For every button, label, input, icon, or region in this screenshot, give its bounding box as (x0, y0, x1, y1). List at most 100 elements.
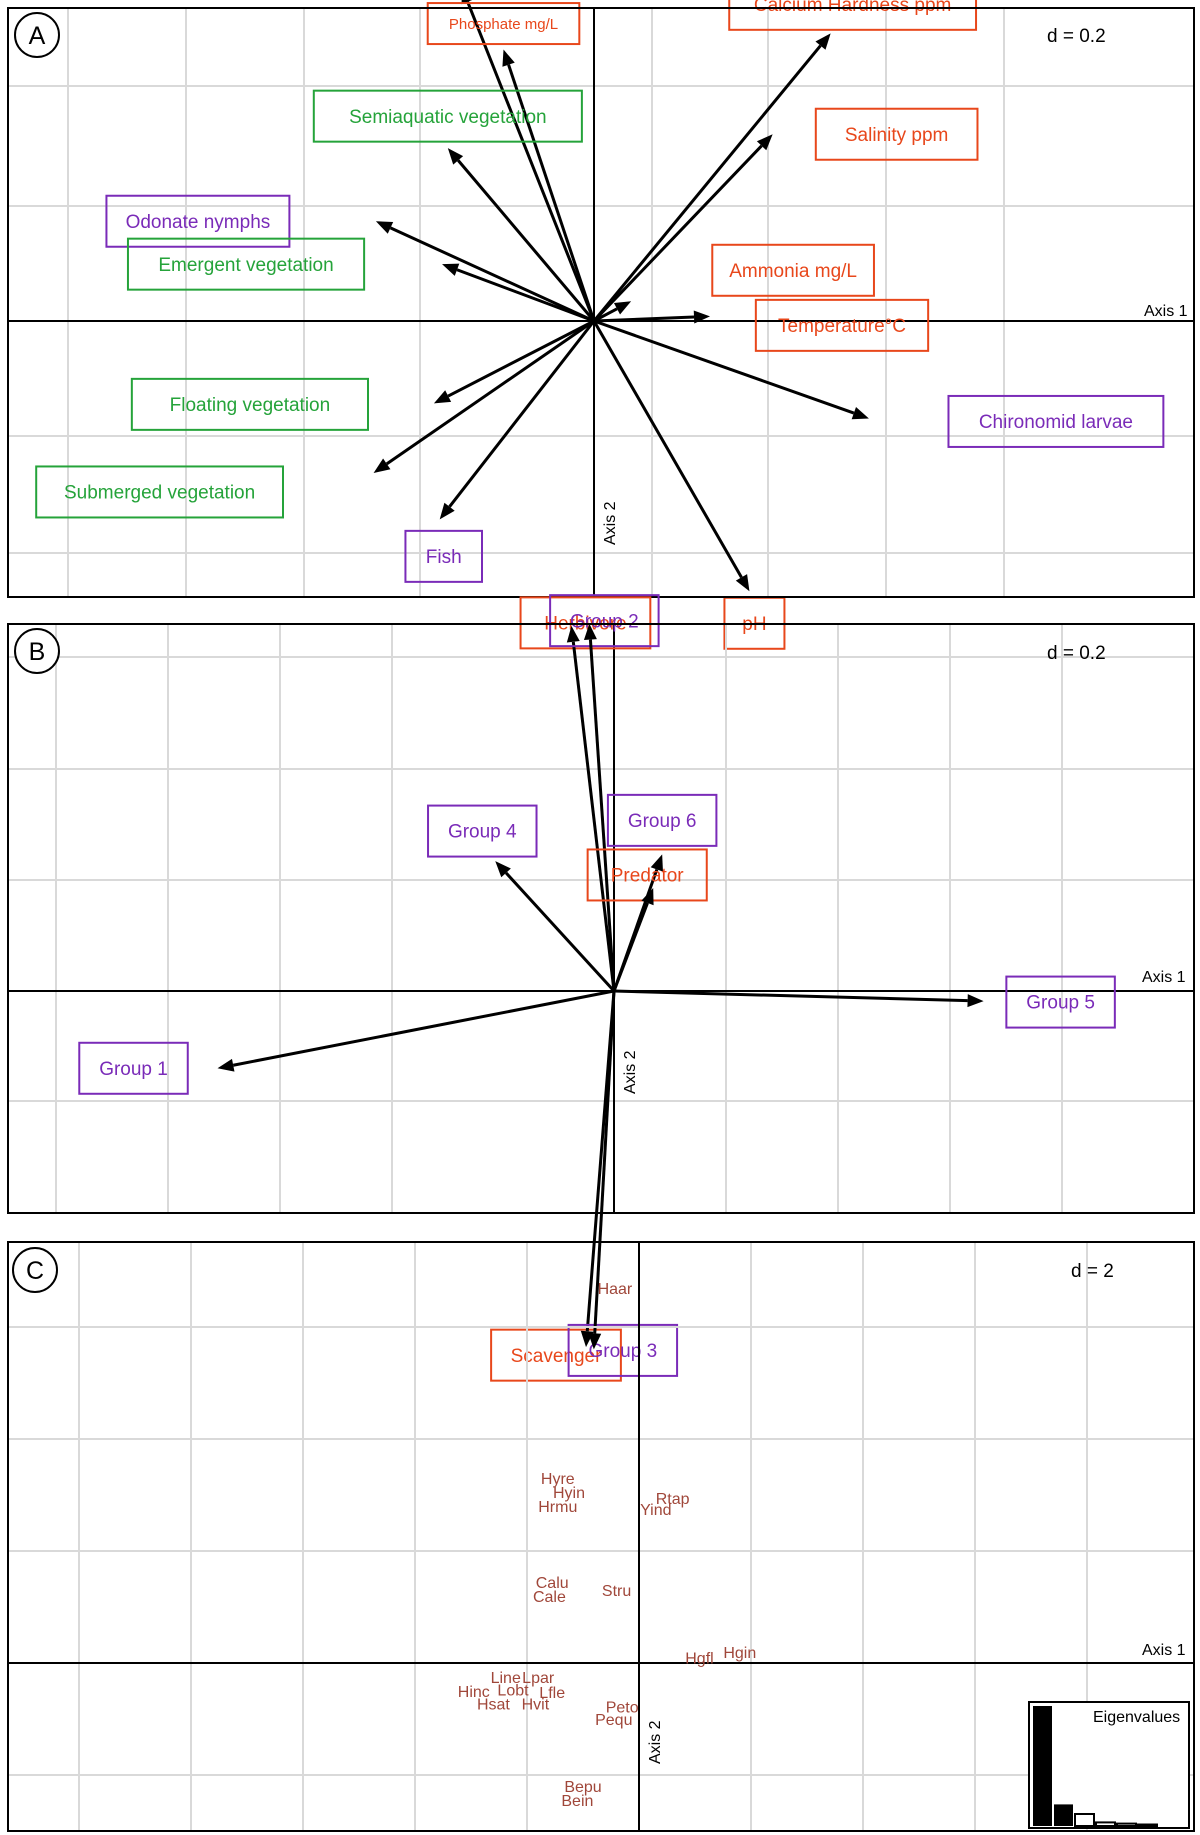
panel-a-axis2-label: Axis 2 (602, 501, 619, 545)
vector-phosphate-mg-l-label: Phosphate mg/L (449, 16, 558, 33)
eigenvalue-bar-1 (1033, 1706, 1052, 1826)
vector-fish-arrow (448, 320, 596, 508)
vector-tadpoles-arrow (466, 1, 596, 322)
vector-calcium-hardness-ppm-arrowhead (815, 33, 831, 50)
vector-emergent-vegetation-box (126, 237, 366, 291)
vector-predator-arrow (612, 902, 649, 992)
species-hyin: Hyin (553, 1485, 585, 1502)
eigenvalue-bar-3 (1074, 1813, 1095, 1827)
vector-group-5-label: Group 5 (1026, 993, 1095, 1014)
vector-salinity-ppm-arrowhead (756, 134, 773, 151)
vector-group-1-box (78, 1041, 189, 1095)
vector-herbivore-box (519, 596, 652, 650)
species-lfle: Lfle (539, 1685, 565, 1702)
eigenvalue-title: Eigenvalues (1093, 1709, 1180, 1726)
vector-floating-vegetation-arrow (447, 319, 595, 398)
vector-emergent-vegetation-label: Emergent vegetation (158, 255, 333, 276)
vector-phosphate-mg-l-arrow (507, 64, 596, 322)
panel-a-scale: d = 0.2 (1047, 26, 1106, 47)
vector-ammonia-mg-l-arrowhead (613, 301, 632, 315)
vector-odonate-nymphs-arrow (389, 226, 595, 323)
vector-group-3-label: Group 3 (589, 1341, 658, 1362)
vector-fish-label: Fish (426, 547, 462, 568)
vector-temperature-c-label: Temperature°C (778, 316, 906, 337)
vector-emergent-vegetation-arrowhead (442, 263, 460, 276)
species-hyre: Hyre (541, 1471, 575, 1488)
vector-group-1-arrow (232, 989, 615, 1067)
vector-semiaquatic-vegetation-box (312, 89, 583, 143)
species-calu: Calu (536, 1575, 569, 1592)
vector-group-2-arrow (588, 639, 616, 992)
vector-herbivore-arrowhead (566, 625, 580, 643)
vector-ammonia-mg-l-arrow (593, 307, 618, 323)
species-haar: Haar (598, 1281, 633, 1298)
species-peto: Peto (606, 1700, 639, 1717)
vector-group-6-box (606, 793, 718, 847)
vector-emergent-vegetation-arrow (456, 268, 595, 323)
panel-c-scale: d = 2 (1071, 1261, 1114, 1282)
vector-ammonia-mg-l-label: Ammonia mg/L (729, 261, 857, 282)
vector-group-4-label: Group 4 (448, 822, 517, 843)
vector-group-2-label: Group 2 (570, 611, 639, 632)
vector-temperature-c-arrow (593, 315, 695, 323)
vector-ph-arrowhead (735, 574, 750, 592)
vector-herbivore-arrow (571, 641, 616, 992)
vector-group-4-arrowhead (495, 861, 511, 878)
vector-group-4-arrow (504, 871, 616, 993)
vector-chironomid-larvae-arrow (593, 319, 855, 415)
species-pequ: Pequ (595, 1712, 632, 1729)
panel-b-tag: B (14, 628, 60, 674)
vector-submerged-vegetation-arrow (385, 319, 595, 466)
vector-predator-arrowhead (641, 887, 654, 906)
species-hinc: Hinc (458, 1684, 490, 1701)
eigenvalue-bar-5 (1116, 1822, 1137, 1827)
vector-calcium-hardness-ppm-arrow (592, 44, 822, 322)
vector-odonate-nymphs-arrowhead (375, 221, 394, 234)
species-hgin: Hgin (723, 1645, 756, 1662)
vector-ph-arrow (592, 320, 743, 579)
vector-group-2-box (549, 594, 660, 648)
panel-a-grid (8, 8, 1194, 597)
panel-c-axis1-label: Axis 1 (1142, 1642, 1186, 1659)
vector-fish-box (404, 529, 483, 583)
vector-group-1-arrowhead (217, 1058, 235, 1072)
panel-a-tag: A (14, 12, 60, 58)
vector-group-1-label: Group 1 (99, 1059, 168, 1080)
vector-semiaquatic-vegetation-label: Semiaquatic vegetation (349, 107, 547, 128)
species-hgfl: Hgfl (685, 1650, 713, 1667)
vector-odonate-nymphs-box (105, 194, 291, 248)
vector-group-3-box (567, 1323, 679, 1377)
species-rtap: Rtap (656, 1491, 690, 1508)
panel-b-axis2-label: Axis 2 (622, 1050, 639, 1094)
eigenvalue-bars (1033, 1706, 1158, 1828)
vector-chironomid-larvae-label: Chironomid larvae (979, 412, 1133, 433)
vector-group-6-label: Group 6 (628, 811, 697, 832)
panel-b-grid (8, 624, 1194, 1213)
vector-chironomid-larvae-box (947, 394, 1165, 448)
vector-salinity-ppm-label: Salinity ppm (845, 125, 949, 146)
vector-temperature-c-arrowhead (693, 310, 710, 324)
vector-submerged-vegetation-box (35, 465, 285, 519)
vector-predator-label: Predator (611, 866, 685, 887)
species-stru: Stru (602, 1583, 631, 1600)
vector-scavenger-box (490, 1328, 622, 1382)
vector-group-5-box (1005, 975, 1116, 1029)
eigenvalue-bar-6 (1137, 1823, 1158, 1827)
vector-odonate-nymphs-label: Odonate nymphs (126, 212, 271, 233)
eigenvalue-bar-4 (1095, 1821, 1116, 1828)
panel-b-tag-label: B (29, 638, 46, 666)
vector-group-5-arrow (613, 989, 968, 1003)
vector-group-2-arrowhead (583, 623, 597, 641)
species-yind: Yind (640, 1502, 671, 1519)
panel-b-frame (7, 623, 1195, 1214)
vector-temperature-c-box (754, 298, 930, 352)
panel-a-axis1-label: Axis 1 (1144, 303, 1188, 320)
vector-salinity-ppm-arrow (592, 144, 763, 323)
species-hsat: Hsat (477, 1696, 510, 1713)
species-cale: Cale (533, 1589, 566, 1606)
vector-fish-arrowhead (439, 502, 455, 520)
